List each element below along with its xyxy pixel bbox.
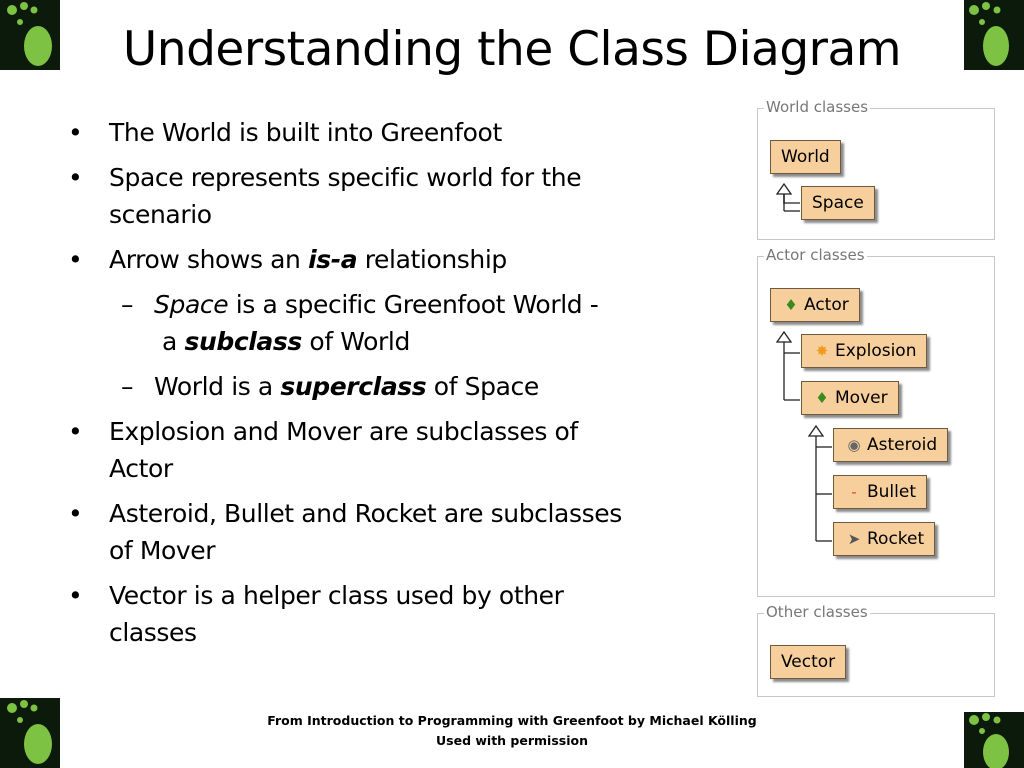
bullet-item: • Vector is a helper class used by other… — [68, 577, 718, 651]
bullet-text: Vector is a helper class used by other — [109, 581, 564, 610]
class-explosion[interactable]: ✸ Explosion — [801, 334, 928, 368]
footprint-icon: ♦ — [784, 296, 798, 314]
footprint-logo-icon — [0, 0, 60, 70]
panel-title: World classes — [764, 98, 871, 116]
bullet-text: scenario — [109, 200, 212, 229]
class-asteroid[interactable]: ◉ Asteroid — [833, 428, 949, 462]
bullet-text: is a specific Greenfoot World - — [228, 290, 599, 319]
class-rocket[interactable]: ➤ Rocket — [833, 522, 936, 556]
panel-title: Other classes — [764, 603, 870, 621]
actor-classes-panel: Actor classes ♦ Actor ✸ Explosion ♦ Mover ◉… — [757, 246, 995, 597]
bullet-item: • Explosion and Mover are subclasses of … — [68, 413, 718, 487]
emphasis-text: Space — [154, 290, 229, 319]
bullet-text: relationship — [357, 245, 508, 274]
bullet-text: Explosion and Mover are subclasses of — [109, 417, 578, 446]
bullet-icon: - — [851, 483, 857, 501]
footprint-logo-icon — [964, 712, 1024, 768]
class-vector[interactable]: Vector — [770, 645, 847, 679]
footer-line: Used with permission — [436, 733, 588, 748]
class-label: Explosion — [835, 341, 917, 361]
bullet-item: • The World is built into Greenfoot — [68, 114, 718, 151]
emphasis-text: subclass — [184, 327, 302, 356]
class-label: World — [781, 147, 830, 167]
class-label: Space — [812, 193, 864, 213]
bullet-text: classes — [109, 618, 197, 647]
sub-bullet-item: – World is a superclass of Space — [68, 368, 718, 405]
class-label: Asteroid — [867, 435, 938, 455]
other-classes-panel: Other classes Vector — [757, 603, 995, 697]
emphasis-text: is-a — [308, 245, 358, 274]
bullet-marker: • — [68, 118, 83, 147]
bullet-text: Space represents specific world for the — [109, 163, 582, 192]
bullet-text: of Space — [426, 372, 539, 401]
slide-title: Understanding the Class Diagram — [122, 22, 902, 77]
class-bullet[interactable]: -Bullet — [833, 475, 928, 509]
class-label: Bullet — [867, 482, 917, 502]
bullet-marker: • — [68, 499, 83, 528]
class-label: Rocket — [867, 529, 925, 549]
bullet-text: The World is built into Greenfoot — [109, 118, 502, 147]
class-space[interactable]: Space — [801, 186, 875, 220]
footprint-logo-icon — [0, 698, 60, 768]
rocket-icon: ➤ — [847, 530, 861, 548]
bullet-item: • Space represents specific world for th… — [68, 159, 718, 233]
bullet-text: Arrow shows an — [109, 245, 309, 274]
bullet-marker: • — [68, 245, 83, 274]
bullet-marker: • — [68, 581, 83, 610]
bullet-text: a — [162, 327, 185, 356]
bullet-item: • Asteroid, Bullet and Rocket are subcla… — [68, 495, 718, 569]
panel-title: Actor classes — [764, 246, 867, 264]
class-actor[interactable]: ♦ Actor — [770, 288, 860, 322]
asteroid-icon: ◉ — [847, 436, 861, 454]
footer-credit: From Introduction to Programming with Gr… — [0, 711, 1024, 751]
dash-marker: – — [121, 372, 134, 401]
footprint-icon: ♦ — [815, 389, 829, 407]
footprint-logo-icon — [964, 0, 1024, 70]
world-classes-panel: World classes World Space — [757, 98, 995, 240]
bullet-marker: • — [68, 417, 83, 446]
class-world[interactable]: World — [770, 140, 841, 174]
bullet-list: • The World is built into Greenfoot • Sp… — [68, 114, 718, 659]
bullet-marker: • — [68, 163, 83, 192]
class-mover[interactable]: ♦ Mover — [801, 381, 899, 415]
emphasis-text: superclass — [280, 372, 427, 401]
bullet-item: • Arrow shows an is-a relationship — [68, 241, 718, 278]
footer-line: From Introduction to Programming with Gr… — [267, 713, 757, 728]
bullet-text: World is a — [154, 372, 281, 401]
bullet-text: Actor — [109, 454, 173, 483]
explosion-icon: ✸ — [815, 342, 829, 360]
bullet-text: of World — [301, 327, 410, 356]
class-label: Vector — [781, 652, 836, 672]
bullet-text: Asteroid, Bullet and Rocket are subclass… — [109, 499, 622, 528]
class-label: Mover — [835, 388, 888, 408]
class-label: Actor — [804, 295, 849, 315]
sub-bullet-item: – Space is a specific Greenfoot World - … — [68, 286, 718, 360]
bullet-text: of Mover — [109, 536, 216, 565]
dash-marker: – — [121, 290, 134, 319]
